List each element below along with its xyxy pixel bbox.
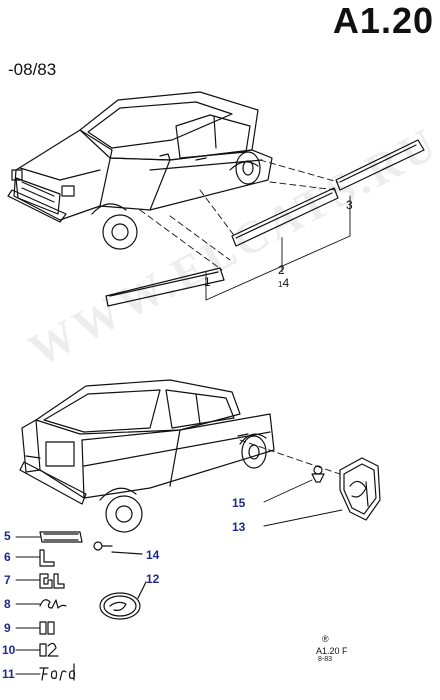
callout-15: 15 xyxy=(232,496,246,510)
projection-rear xyxy=(239,439,341,475)
reference-code: A1.20 F xyxy=(316,646,348,656)
car-rear-view xyxy=(19,379,275,533)
badge-fiesta xyxy=(39,531,83,543)
callout-7: 7 xyxy=(4,573,11,587)
ghia-shield-badge xyxy=(339,457,381,521)
callout-10: 10 xyxy=(2,643,16,657)
callout-12: 12 xyxy=(146,572,160,586)
callout-1: 1 xyxy=(204,275,211,289)
callout-13: 13 xyxy=(232,520,246,534)
leaders-lower-right xyxy=(263,479,343,527)
callout-14: 14 xyxy=(146,548,160,562)
callout-5: 5 xyxy=(4,529,11,543)
badge-11 xyxy=(39,621,55,635)
badge-12 xyxy=(39,642,59,657)
sheet-code: A1.20 xyxy=(332,0,434,41)
callout-2: 2 xyxy=(278,263,285,277)
badge-ford-script xyxy=(39,663,76,681)
projection-lines xyxy=(139,159,339,271)
callout-9: 9 xyxy=(4,621,11,635)
callout-11: 11 xyxy=(2,667,15,681)
clip-part xyxy=(311,465,325,483)
leaders-upper xyxy=(205,195,351,301)
date-range: -08/83 xyxy=(8,60,57,79)
clip-small xyxy=(93,541,143,555)
badge-l xyxy=(39,549,55,567)
reference-date: 8-83 xyxy=(318,656,333,663)
ford-oval-badge xyxy=(99,581,147,620)
reference-symbol: ® xyxy=(322,634,329,644)
car-front-view xyxy=(7,91,273,250)
callout-14-upper: 14 xyxy=(278,276,290,290)
badge-gl xyxy=(39,573,65,589)
leaders-lower-left xyxy=(15,536,41,675)
moulding-strips xyxy=(105,139,425,307)
callout-8: 8 xyxy=(4,597,11,611)
badge-ghia-script xyxy=(39,599,67,609)
callout-3: 3 xyxy=(346,198,353,212)
callout-6: 6 xyxy=(4,550,11,564)
